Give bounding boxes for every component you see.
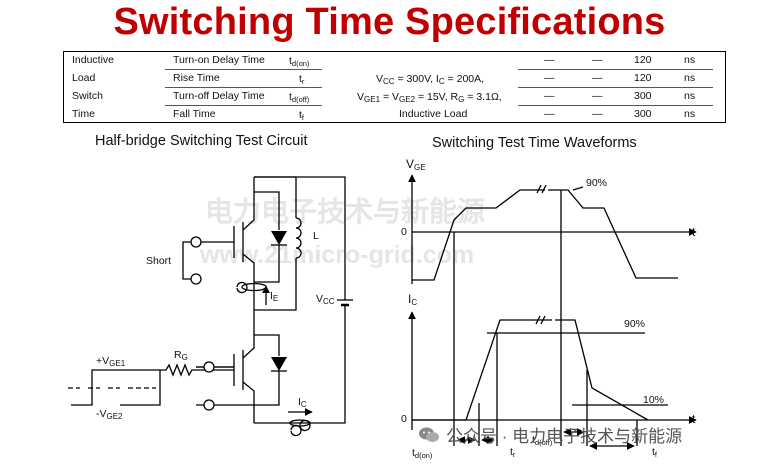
td-off-label: td(off) [532,434,553,447]
table-symbol-3: tf [299,109,305,122]
t-top-label: t [692,225,696,239]
ic-trace [412,319,552,421]
table-min-2: — [544,90,555,102]
test-condition-2: VGE1 = VGE2 = 15V, RG = 3.1Ω, [357,91,502,104]
vcc-source [254,298,353,424]
upper-igbt [196,177,255,275]
inductor-l [254,177,302,311]
table-param-0: Turn-on Delay Time [173,54,265,66]
test-condition-3: Inductive Load [399,108,468,120]
zero-bot-label: 0 [401,413,407,425]
rg-label: RG [174,349,188,362]
vge1-label: +VGE1 [96,355,126,368]
table-symbol-2: td(off) [289,91,310,104]
wechat-icon [419,427,439,442]
table-group-1: Load [72,72,96,84]
waveforms [408,174,697,450]
page-title: Switching Time Specifications [113,1,666,43]
watermark-url: www.21micro-grid.com [200,241,475,269]
zero-top-label: 0 [401,226,407,238]
ie-probe [236,281,270,305]
short-label: Short [146,255,172,267]
table-max-1: 120 [634,72,652,84]
vcc-label: VCC [316,293,335,306]
ic-circuit-label: IC [298,396,307,409]
waveform-heading: Switching Test Time Waveforms [432,135,637,151]
table-group-2: Switch [72,90,103,102]
table-min-1: — [544,72,555,84]
table-unit-0: ns [684,54,696,66]
spec-table: Inductive Turn-on Delay Time td(on) — — … [63,51,726,123]
table-typ-0: — [592,54,603,66]
table-group-3: Time [72,108,95,120]
table-unit-3: ns [684,108,696,120]
table-param-2: Turn-off Delay Time [173,90,265,102]
table-max-2: 300 [634,90,652,102]
ie-label: IE [270,290,279,303]
tf-label: tf [652,446,658,459]
table-max-3: 300 [634,108,652,120]
table-typ-2: — [592,90,603,102]
table-min-0: — [544,54,555,66]
wechat-account-text: 公众号 · 电力电子技术与新能源 [446,427,683,446]
inductor-label: L [313,230,319,242]
table-unit-2: ns [684,90,696,102]
table-min-3: — [544,108,555,120]
test-condition-1: VCC = 300V, IC = 200A, [376,73,485,86]
t-bot-label: t [692,412,696,426]
table-typ-1: — [592,72,603,84]
wechat-account: 公众号 · 电力电子技术与新能源 [418,422,682,447]
lower-diode-triangle [271,357,287,371]
circuit-heading: Half-bridge Switching Test Circuit [95,133,308,149]
table-unit-1: ns [684,72,696,84]
table-param-3: Fall Time [173,108,216,120]
gate-pulse [68,366,254,406]
upper-diode-triangle [271,231,287,245]
vge-trace [412,189,545,281]
vge2-label: -VGE2 [96,408,123,421]
table-group-0: Inductive [72,54,115,66]
pct90-bot-label: 90% [624,318,646,330]
td-on-label: td(on) [412,447,433,460]
pct10-label: 10% [643,394,665,406]
ic-probe [288,408,313,437]
table-symbol-0: td(on) [289,55,310,68]
table-symbol-1: tr [299,73,305,86]
table-param-1: Rise Time [173,72,220,84]
ic-axis-label: IC [408,292,418,307]
table-typ-3: — [592,108,603,120]
tr-label: tr [510,446,516,459]
pct90-top-label: 90% [586,177,608,189]
gate-resistor [160,363,234,377]
vge-axis-label: VGE [406,157,426,172]
half-bridge-circuit [68,176,353,437]
table-max-0: 120 [634,54,652,66]
